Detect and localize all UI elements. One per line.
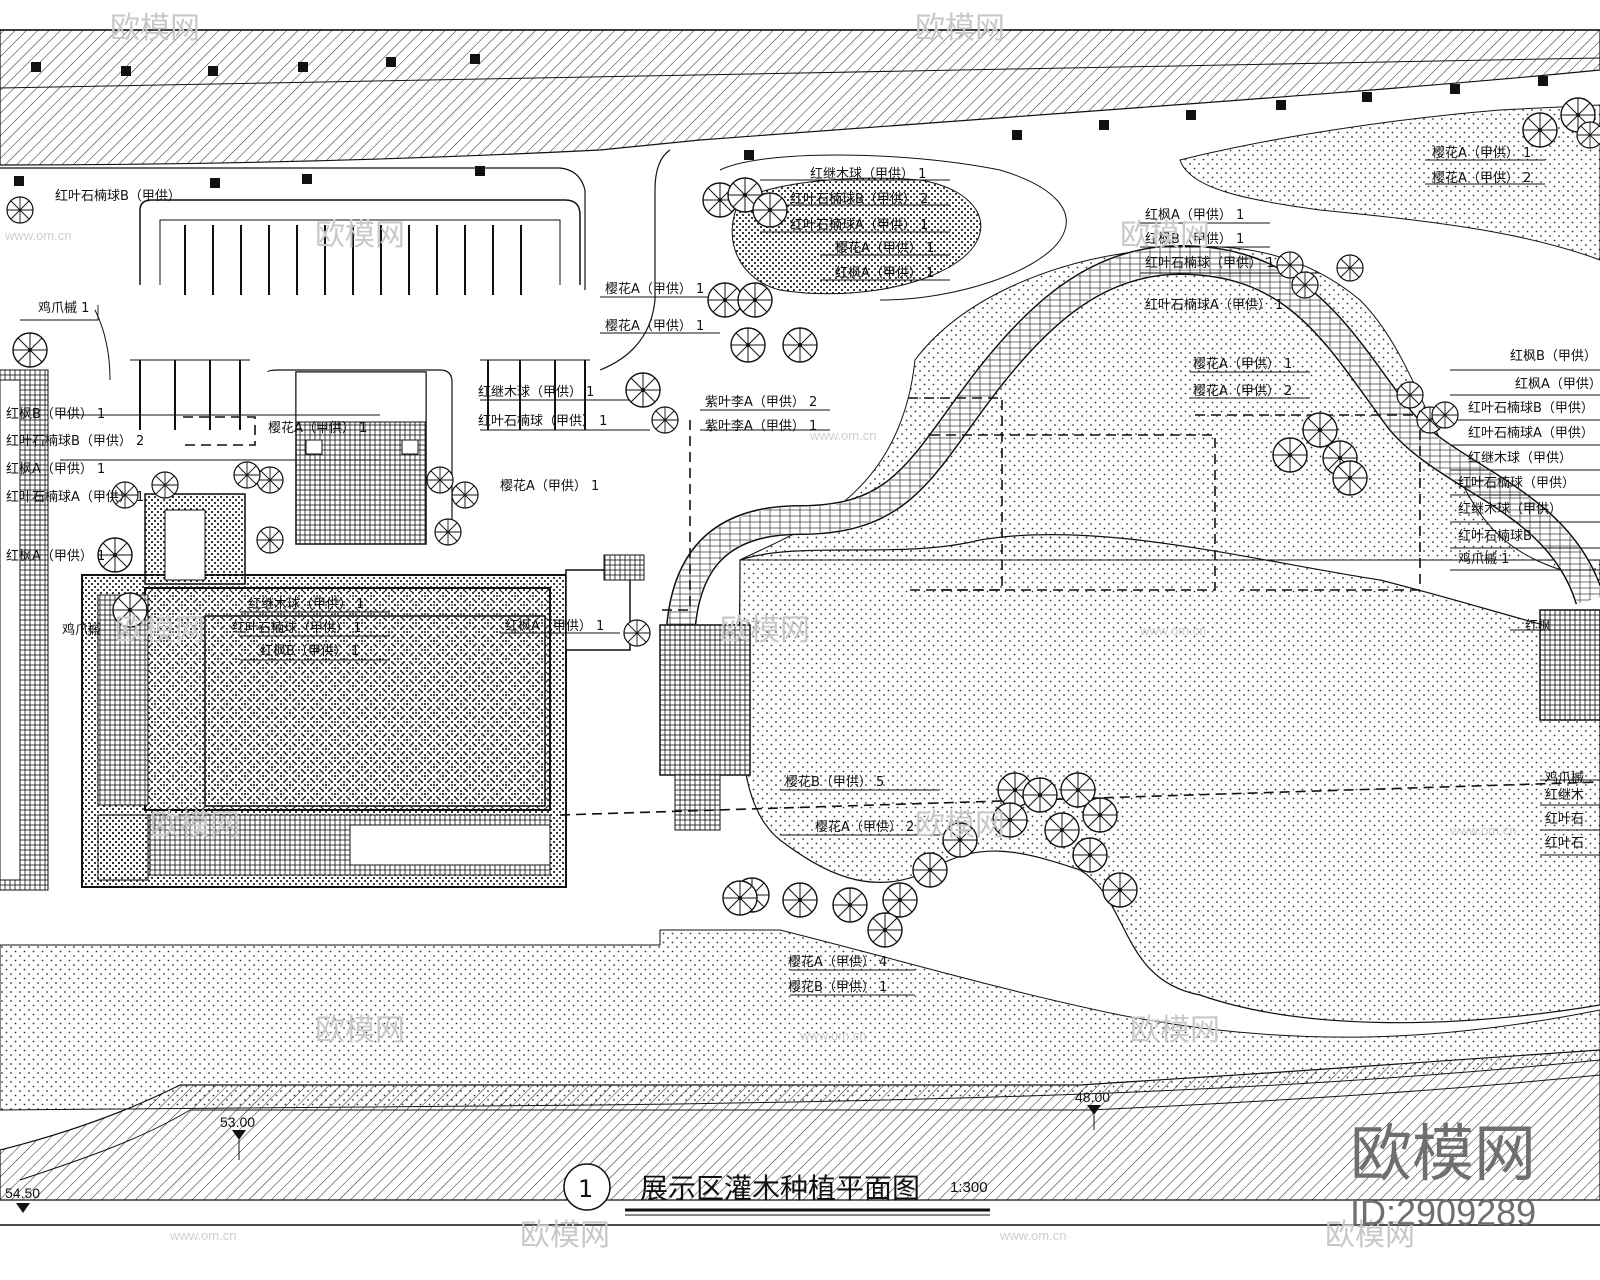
label-13: 樱花A（甲供） 1 (1193, 356, 1292, 372)
label-6: 红叶石楠球A（甲供） 1 (790, 217, 928, 233)
label-7: 樱花A（甲供） 1 (835, 240, 934, 256)
label-38: 樱花A（甲供） 4 (788, 954, 887, 970)
plaza-west (659, 624, 751, 776)
label-35: 樱花A（甲供） 1 (268, 420, 367, 436)
label-43: 红叶石楠球A（甲供） 1 (6, 489, 144, 505)
label-28: 樱花A（甲供） 1 (500, 478, 599, 494)
label-10: 红枫B（甲供） 1 (1145, 231, 1244, 247)
label-5: 红叶石楠球B（甲供） 2 (790, 191, 928, 207)
svg-text:欧模网: 欧模网 (1120, 218, 1210, 253)
elevation-3: 54.50 (5, 1185, 40, 1201)
svg-text:欧模网: 欧模网 (720, 613, 810, 648)
drawing-title: 展示区灌木种植平面图 (640, 1172, 920, 1205)
svg-text:欧模网: 欧模网 (110, 11, 200, 46)
label-39: 樱花B（甲供） 1 (788, 979, 887, 995)
svg-text:欧模网: 欧模网 (115, 613, 205, 648)
label-2: 樱花A（甲供） 1 (605, 281, 704, 297)
drawing-title-block: 1 展示区灌木种植平面图 1:300 (563, 1163, 990, 1216)
label-37: 樱花A（甲供） 2 (815, 819, 914, 835)
label-12: 红叶石楠球A（甲供） 1 (1145, 297, 1283, 313)
label-14: 樱花A（甲供） 2 (1193, 383, 1292, 399)
watermark-brand: 欧模网 (1350, 1117, 1536, 1190)
label-30: 红叶石楠球（甲供） 1 (232, 620, 361, 636)
drawing-scale: 1:300 (950, 1179, 988, 1196)
svg-text:www.om.cn: www.om.cn (799, 1028, 866, 1043)
label-41: 红叶石楠球B（甲供） 2 (6, 433, 144, 449)
label-36: 樱花B（甲供） 5 (785, 774, 884, 790)
label-48: 红叶石 (1545, 835, 1584, 851)
elevation-2: 48.00 (1075, 1089, 1110, 1105)
svg-text:欧模网: 欧模网 (315, 1013, 405, 1048)
label-50: 红枫 (1525, 618, 1551, 634)
label-3: 樱花A（甲供） 1 (605, 318, 704, 334)
inner-road (0, 167, 586, 290)
label-16: 红枫A（甲供） (1515, 376, 1600, 392)
label-18: 红叶石楠球A（甲供） (1468, 425, 1594, 441)
label-8: 红枫A（甲供） 1 (835, 265, 934, 281)
drawing-number-circle (563, 1163, 611, 1211)
lamp-posts (14, 54, 1548, 188)
svg-text:www.om.cn: www.om.cn (809, 428, 876, 443)
label-21: 红继木球（甲供） (1458, 501, 1562, 517)
label-23: 鸡爪槭 1 (1458, 551, 1509, 567)
svg-text:www.om.cn: www.om.cn (4, 228, 71, 243)
label-46: 红继木 (1545, 787, 1584, 803)
watermark-id: ID:2909289 (1350, 1192, 1536, 1233)
label-17: 红叶石楠球B（甲供） (1468, 400, 1594, 416)
svg-text:www.om.cn: www.om.cn (1449, 823, 1516, 838)
label-15: 红枫B（甲供） (1510, 348, 1597, 364)
label-19: 红继木球（甲供） (1468, 450, 1572, 466)
label-1: 鸡爪槭 1 (38, 300, 89, 316)
svg-text:欧模网: 欧模网 (915, 808, 1005, 843)
svg-text:欧模网: 欧模网 (315, 218, 405, 253)
label-4: 红继木球（甲供） 1 (810, 166, 926, 182)
label-26: 红继木球（甲供） 1 (478, 384, 594, 400)
label-42: 红枫A（甲供） 1 (6, 461, 105, 477)
road-hatch-top (0, 29, 1600, 166)
svg-text:www.om.cn: www.om.cn (999, 1228, 1066, 1243)
label-32: 红枫A（甲供） 1 (505, 618, 604, 634)
parking-stalls (139, 225, 586, 430)
shrub-bed-north (731, 177, 982, 295)
label-49: 鸡爪槭 (1545, 770, 1584, 786)
label-25: 樱花A（甲供） 2 (1432, 170, 1531, 186)
label-47: 红叶石 (1545, 811, 1584, 827)
label-11: 红叶石楠球（甲供） 1 (1145, 255, 1274, 271)
svg-text:欧模网: 欧模网 (1325, 1218, 1415, 1253)
svg-text:www.om.cn: www.om.cn (1139, 623, 1206, 638)
label-0: 红叶石楠球B（甲供） (55, 188, 181, 204)
label-45: 鸡爪槭 (62, 622, 101, 638)
leader-lines (20, 159, 1600, 996)
svg-text:www.om.cn: www.om.cn (169, 1228, 236, 1243)
label-24: 樱花A（甲供） 1 (1432, 145, 1531, 161)
watermarks: 欧模网 欧模网 欧模网 欧模网 欧模网 欧模网 欧模网 欧模网 欧模网 欧模网 … (4, 11, 1536, 1253)
label-29: 红继木球（甲供） 1 (248, 596, 364, 612)
svg-text:欧模网: 欧模网 (520, 1218, 610, 1253)
elevation-1: 53.00 (220, 1114, 255, 1130)
label-31: 红枫B（甲供） 1 (260, 643, 359, 659)
drawing-number: 1 (578, 1175, 593, 1203)
label-9: 红枫A（甲供） 1 (1145, 207, 1244, 223)
svg-text:欧模网: 欧模网 (150, 808, 240, 843)
label-22: 红叶石楠球B (1458, 528, 1532, 544)
label-34: 紫叶李A（甲供） 1 (705, 419, 817, 434)
road-hatch-bottom (0, 1049, 1600, 1201)
label-33: 紫叶李A（甲供） 2 (705, 395, 817, 410)
label-40: 红枫B（甲供） 1 (6, 406, 105, 422)
plaza-east (1539, 609, 1600, 721)
elevation-marks: 53.00 48.00 54.50 (5, 1089, 1110, 1213)
parking-outline (139, 199, 581, 285)
svg-text:欧模网: 欧模网 (1130, 1013, 1220, 1048)
label-44: 红枫A（甲供） 1 (6, 548, 105, 564)
svg-text:欧模网: 欧模网 (915, 11, 1005, 46)
label-27: 红叶石楠球（甲供） 1 (478, 413, 607, 429)
label-20: 红叶石楠球（甲供） (1458, 475, 1575, 491)
plant-labels: 红叶石楠球B（甲供） 鸡爪槭 1 樱花A（甲供） 1 樱花A（甲供） 1 红继木… (6, 145, 1600, 995)
